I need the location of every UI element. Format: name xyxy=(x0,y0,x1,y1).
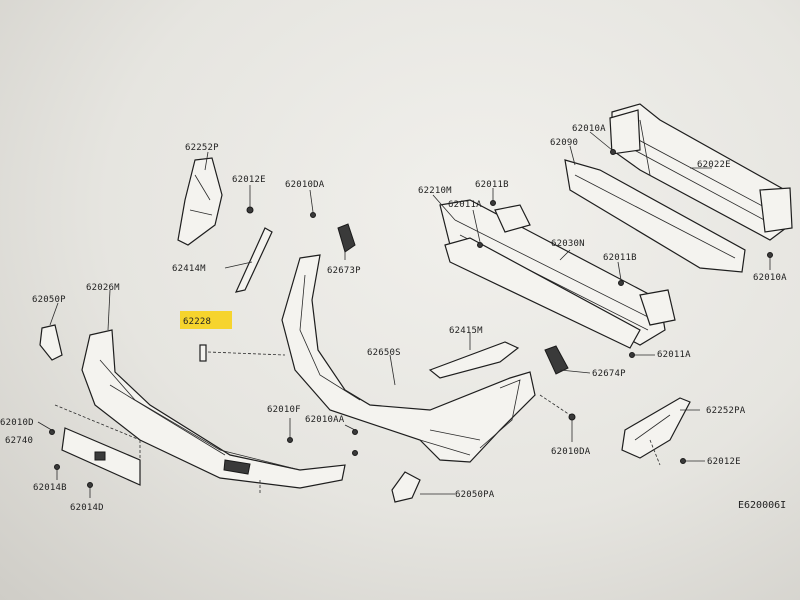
bumper-fascia xyxy=(281,254,536,463)
label-62050PA: 62050PA xyxy=(455,490,495,500)
label-62415M: 62415M xyxy=(449,326,483,336)
label-62650S: 62650S xyxy=(367,348,401,358)
label-62010A: 62010A xyxy=(572,124,606,134)
side-bracket-right xyxy=(621,397,691,459)
absorber-bar xyxy=(564,159,746,273)
label-62252PA: 62252PA xyxy=(706,406,746,416)
label-62011A: 62011A xyxy=(448,200,482,210)
label-62014D: 62014D xyxy=(70,503,104,513)
diagram-code: E620006I xyxy=(738,500,786,511)
leader-lines xyxy=(37,131,771,498)
label-62010A-2: 62010A xyxy=(753,273,787,283)
bumper-reinforcement-beam xyxy=(609,103,793,241)
label-62011B-2: 62011B xyxy=(603,253,637,263)
label-62026M: 62026M xyxy=(86,283,120,293)
label-62010AA: 62010AA xyxy=(305,415,345,425)
clip-62673P xyxy=(337,223,356,253)
garnish-strip-right xyxy=(428,341,520,379)
label-62674P: 62674P xyxy=(592,369,626,379)
garnish-strip-left xyxy=(234,227,273,293)
energy-absorber xyxy=(439,199,666,349)
label-62010F: 62010F xyxy=(267,405,301,415)
fog-bezel-right xyxy=(391,471,421,503)
part-62228 xyxy=(199,344,207,362)
part-labels: 62252P 62012E 62010DA 62414M 62673P 6221… xyxy=(0,124,787,513)
label-62010DA: 62010DA xyxy=(285,180,325,190)
label-62011B: 62011B xyxy=(475,180,509,190)
label-62090: 62090 xyxy=(550,138,578,148)
clip-62674P xyxy=(544,345,569,375)
highlight-marker xyxy=(180,311,232,329)
label-62673P: 62673P xyxy=(327,266,361,276)
label-62011A-2: 62011A xyxy=(657,350,691,360)
label-62210M: 62210M xyxy=(418,186,452,196)
label-62012E-2: 62012E xyxy=(707,457,741,467)
label-62010DA-2: 62010DA xyxy=(551,447,591,457)
label-62228: 62228 xyxy=(183,317,211,327)
label-62022E: 62022E xyxy=(697,160,731,170)
label-62740: 62740 xyxy=(5,436,33,446)
label-62414M: 62414M xyxy=(172,264,206,274)
lower-bumper-cover xyxy=(81,329,346,489)
label-62030N: 62030N xyxy=(551,239,585,249)
upper-bracket xyxy=(494,204,676,326)
label-62014B: 62014B xyxy=(33,483,67,493)
label-62010D: 62010D xyxy=(0,418,34,428)
fog-bezel-left xyxy=(39,324,63,361)
label-62012E: 62012E xyxy=(232,175,266,185)
license-plate-bracket xyxy=(61,427,141,486)
fasteners xyxy=(49,149,773,488)
label-62252P: 62252P xyxy=(185,143,219,153)
label-62050P: 62050P xyxy=(32,295,66,305)
side-bracket-left xyxy=(177,157,223,246)
